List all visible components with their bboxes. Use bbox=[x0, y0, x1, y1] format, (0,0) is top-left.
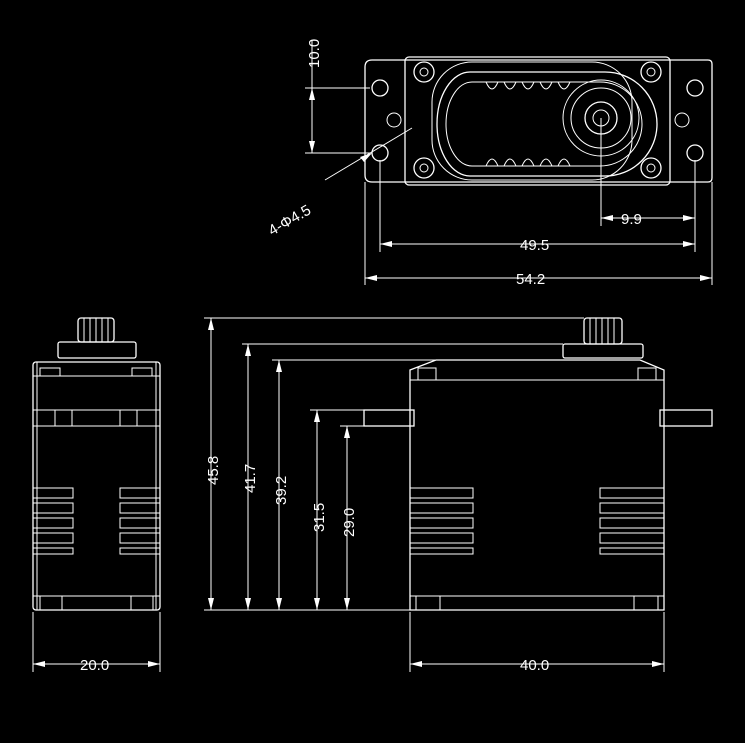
front-vent-left bbox=[409, 487, 474, 555]
dim-overall-height: 45.8 bbox=[204, 317, 584, 611]
dim-overall-length: 54.2 bbox=[364, 182, 713, 288]
front-boss bbox=[562, 343, 644, 359]
top-case bbox=[404, 56, 671, 186]
dim-to-flange-top: 39.2 bbox=[272, 359, 436, 610]
top-fins bbox=[485, 81, 571, 167]
top-mounting-holes bbox=[371, 79, 704, 162]
side-body bbox=[32, 361, 161, 611]
front-flange-right bbox=[659, 409, 713, 427]
side-tab-left bbox=[54, 409, 73, 427]
dim-hole-spacing-label: 10.0 bbox=[306, 39, 323, 68]
side-view: 20.0 bbox=[32, 317, 161, 674]
dim-case-length: 40.0 bbox=[409, 612, 665, 674]
dim-to-tab-top-label: 31.5 bbox=[311, 503, 328, 532]
top-view: 10.0 4-Φ4.5 9.9 49.5 bbox=[266, 39, 713, 288]
dim-width: 20.0 bbox=[32, 612, 161, 674]
dim-hole-callout: 4-Φ4.5 bbox=[266, 127, 413, 240]
dim-hole-callout-label: 4-Φ4.5 bbox=[266, 202, 314, 240]
side-vent-right bbox=[119, 487, 161, 555]
dim-hole-center-span: 49.5 bbox=[379, 160, 696, 254]
top-gear-cover bbox=[436, 71, 658, 177]
dim-case-length-label: 40.0 bbox=[520, 657, 549, 674]
dim-to-case-top-label: 41.7 bbox=[242, 464, 259, 493]
front-vent-right bbox=[599, 487, 665, 555]
dim-shaft-offset-label: 9.9 bbox=[621, 211, 642, 228]
dim-shaft-offset: 9.9 bbox=[600, 118, 696, 228]
front-body bbox=[409, 359, 665, 611]
dim-to-tab-bottom-label: 29.0 bbox=[341, 508, 358, 537]
dim-overall-height-label: 45.8 bbox=[205, 456, 222, 485]
dim-hole-center-span-label: 49.5 bbox=[520, 237, 549, 254]
front-flange-left bbox=[363, 409, 415, 427]
front-view: 45.8 41.7 39.2 31.5 29.0 bbox=[204, 317, 713, 674]
dim-to-flange-top-label: 39.2 bbox=[273, 476, 290, 505]
side-tab-right bbox=[119, 409, 138, 427]
dim-to-case-top: 41.7 bbox=[242, 343, 563, 610]
top-gear-cover-inner bbox=[445, 81, 643, 167]
top-outline bbox=[364, 59, 713, 183]
dim-overall-length-label: 54.2 bbox=[516, 271, 545, 288]
top-cover bbox=[431, 61, 633, 181]
dim-hole-spacing: 10.0 bbox=[305, 39, 370, 154]
dim-to-tab-bottom: 29.0 bbox=[340, 425, 364, 610]
dim-width-label: 20.0 bbox=[80, 657, 109, 674]
top-corner-screws bbox=[413, 61, 662, 179]
side-boss bbox=[57, 341, 137, 359]
side-vent-left bbox=[32, 487, 74, 555]
dim-to-tab-top: 31.5 bbox=[310, 409, 364, 610]
